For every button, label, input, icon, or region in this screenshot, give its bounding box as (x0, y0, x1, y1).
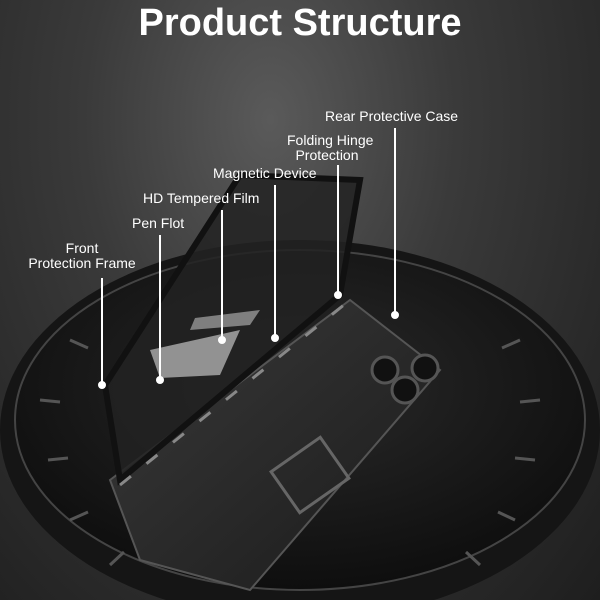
label-rear-protective-case: Rear Protective Case (325, 108, 459, 124)
label-pen-flot: Pen Flot (132, 215, 185, 231)
label-folding-hinge: Folding Hinge Protection (287, 132, 374, 163)
phone-case (101, 171, 442, 592)
label-magnetic-device: Magnetic Device (213, 165, 317, 181)
label-folding-hinge-line1: Folding Hinge (287, 132, 374, 148)
callout-lines (98, 128, 399, 389)
label-folding-hinge-line2: Protection (295, 147, 359, 163)
label-front-protection-frame: Front Protection Frame (22, 241, 142, 271)
page-title: Product Structure (138, 2, 462, 44)
label-front-line2: Protection Frame (28, 255, 136, 271)
label-hd-tempered-film: HD Tempered Film (143, 190, 260, 206)
label-front-line1: Front (65, 240, 99, 256)
